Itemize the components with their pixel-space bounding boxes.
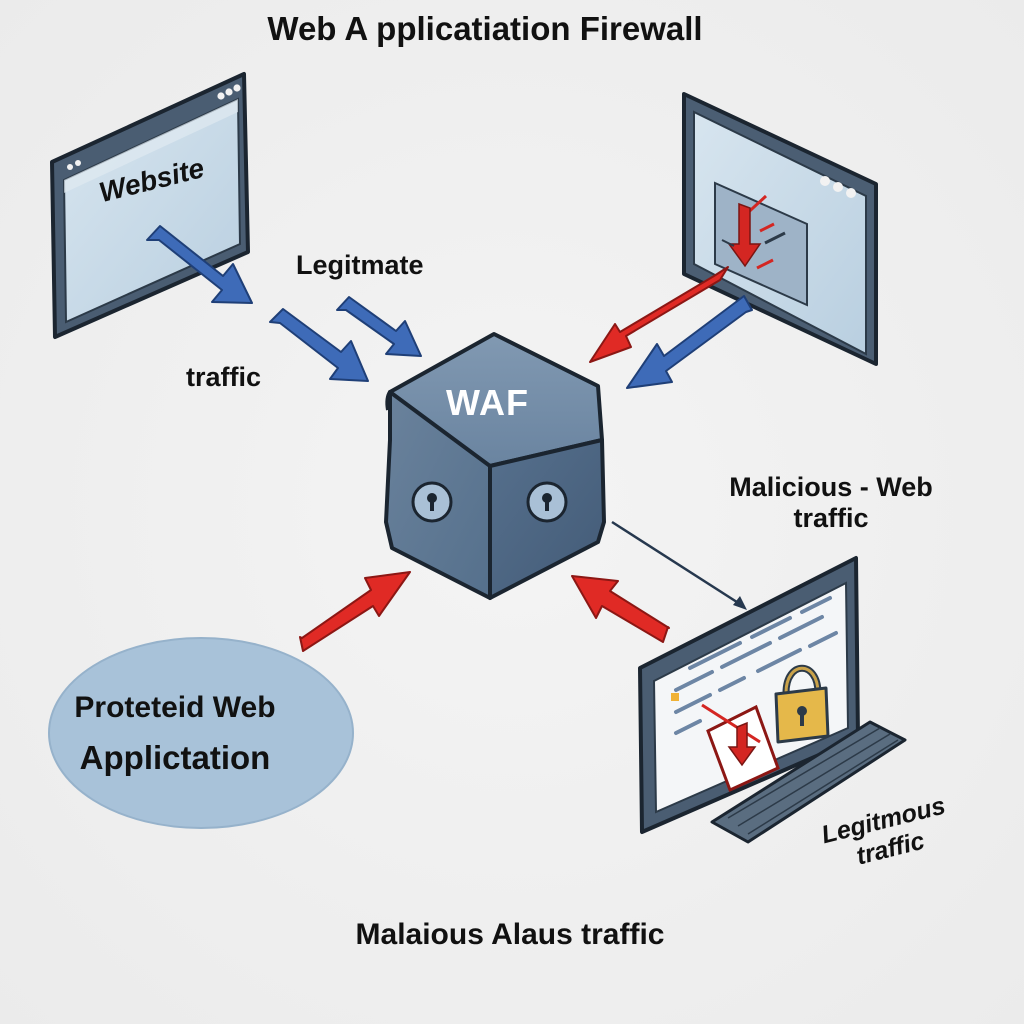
legitmate-label: Legitmate [296,250,424,280]
malicious-arrows [299,266,729,652]
protected-app-line2: Applictation [79,739,271,776]
malicious-bottom-label: Malaious Alaus traffic [355,918,665,951]
traffic-label: traffic [186,362,262,392]
waf-cube [384,332,606,600]
waf-label: WAF [446,382,529,423]
malicious-web-traffic-label: Malicious - Web traffic [729,472,933,534]
laptop [638,556,907,844]
attacker-window [682,92,878,366]
protected-app-label: Proteteid Web Applictation [55,684,295,785]
waf-to-laptop-line [611,520,747,610]
protected-app-ellipse [48,637,354,829]
diagram-title: Web A pplicatiation Firewall [267,10,703,47]
legit-arrows [146,225,753,389]
protected-app-line1: Proteteid Web [74,691,276,724]
